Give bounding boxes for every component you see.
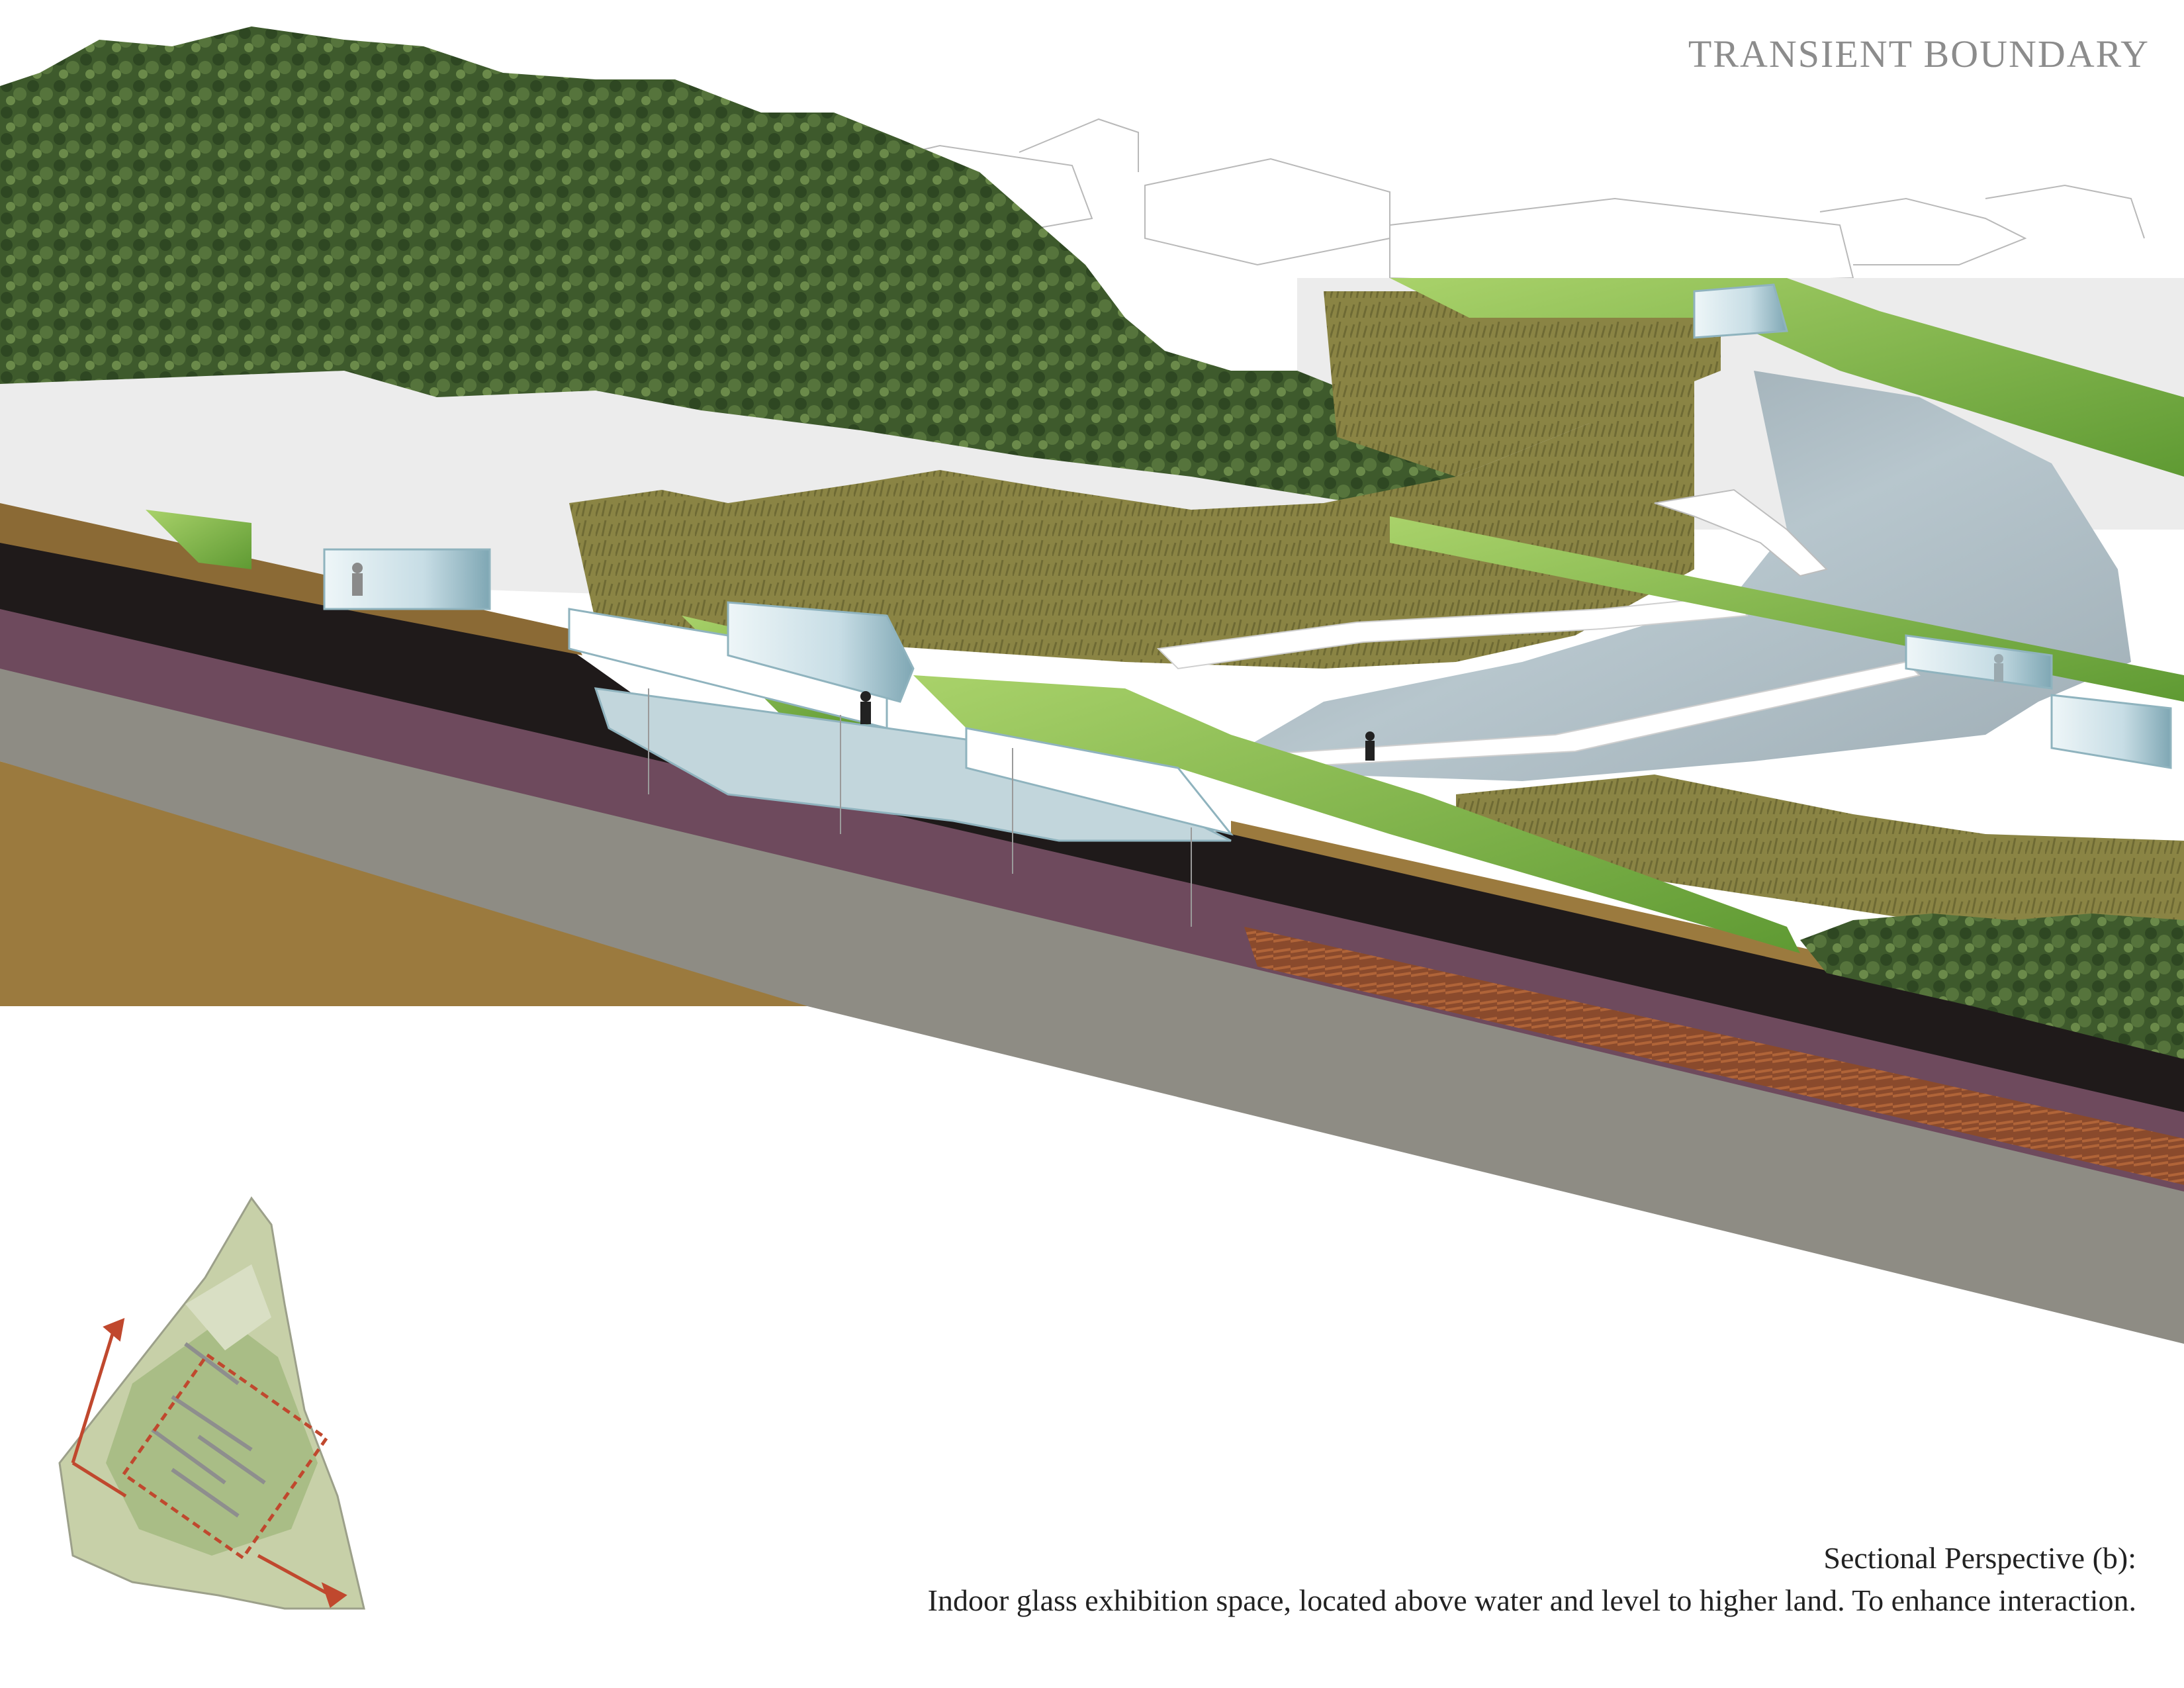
soil-topsoil	[0, 503, 582, 655]
glass-exhibition-volumes	[323, 283, 2172, 842]
human-figures	[352, 563, 2003, 761]
soil-grey	[0, 635, 2184, 1344]
green-roof-lower	[913, 675, 1800, 953]
green-roof-left	[146, 510, 251, 569]
green-roof-upper	[1390, 278, 2184, 477]
site-plan-buildings	[151, 1342, 266, 1518]
section-arrows	[71, 1317, 347, 1609]
support-columns	[648, 688, 1192, 927]
drawing-title: TRANSIENT BOUNDARY	[1688, 32, 2150, 75]
sectional-perspective-drawing	[0, 26, 2184, 1344]
caption-text: Indoor glass exhibition space, located a…	[927, 1583, 2136, 1617]
site-plan-focus-box	[121, 1352, 329, 1560]
caption-heading: Sectional Perspective (b):	[1823, 1541, 2136, 1575]
grass-meadow	[569, 371, 1694, 669]
site-plan-inset	[58, 1196, 365, 1610]
caption: Sectional Perspective (b): Indoor glass …	[928, 1537, 2136, 1622]
water-pond	[1244, 371, 2131, 781]
soil-rust	[1244, 927, 2184, 1185]
forest-lower-right	[1800, 914, 2184, 1059]
